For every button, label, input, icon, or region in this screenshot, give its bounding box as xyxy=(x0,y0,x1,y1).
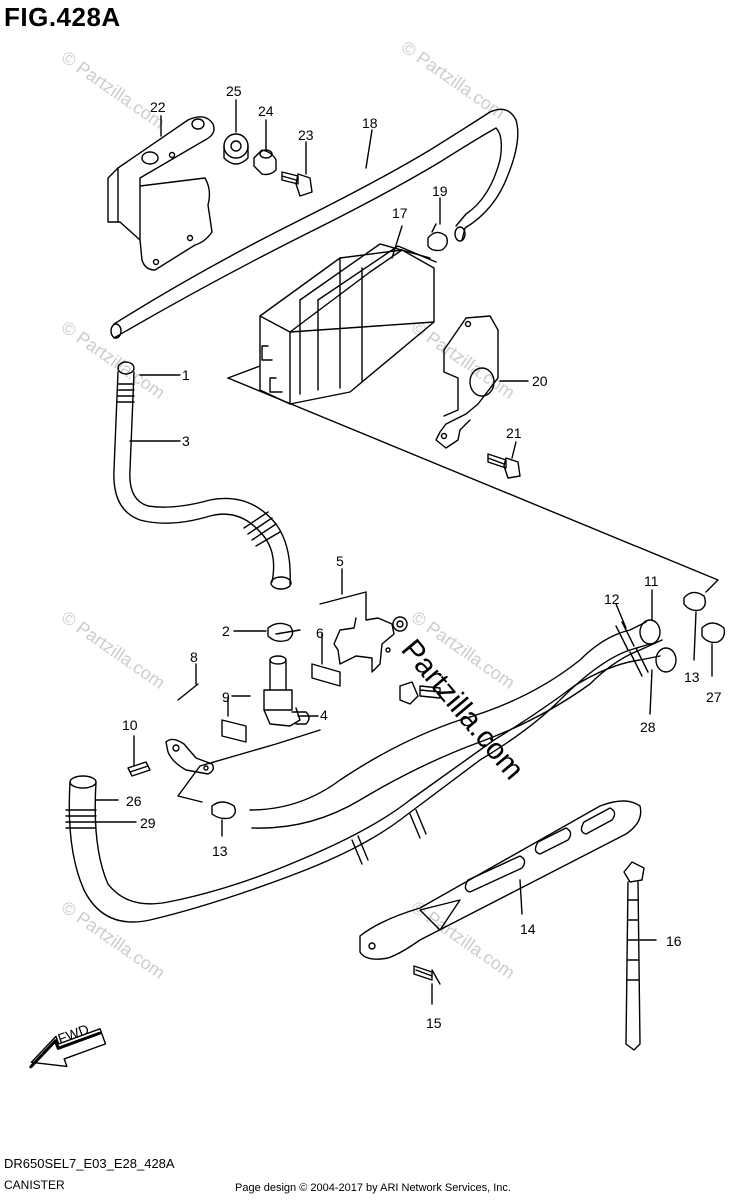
callout-9: 9 xyxy=(222,689,230,705)
leader-assembly xyxy=(177,683,199,701)
callout-16: 16 xyxy=(666,933,682,949)
figure-name: CANISTER xyxy=(4,1178,65,1192)
part-10-bolt xyxy=(127,761,151,777)
part-12-hose xyxy=(249,619,677,865)
part-19-clip xyxy=(427,223,449,252)
leader-assembly xyxy=(177,729,321,803)
callout-29: 29 xyxy=(140,815,156,831)
callout-24: 24 xyxy=(258,103,274,119)
callout-25: 25 xyxy=(226,83,242,99)
callout-21: 21 xyxy=(506,425,522,441)
watermark-layer: © Partzilla.com © Partzilla.com © Partzi… xyxy=(58,37,519,983)
copyright-text: Page design © 2004-2017 by ARI Network S… xyxy=(235,1182,511,1194)
callout-4: 4 xyxy=(320,707,328,723)
part-20-bracket xyxy=(435,315,499,449)
callout-15: 15 xyxy=(426,1015,442,1031)
callout-13: 13 xyxy=(212,843,228,859)
part-13-clip-right xyxy=(683,591,707,612)
part-6-pad xyxy=(311,663,341,687)
part-5-bracket xyxy=(319,591,408,673)
callout-27: 27 xyxy=(706,689,722,705)
callout-2: 2 xyxy=(222,623,230,639)
fwd-arrow xyxy=(29,1028,107,1069)
callout-8: 8 xyxy=(190,649,198,665)
leader-assembly xyxy=(227,365,261,379)
callout-3: 3 xyxy=(182,433,190,449)
callout-11: 11 xyxy=(644,573,659,589)
leader-assembly xyxy=(227,377,719,593)
callout-20: 20 xyxy=(532,373,548,389)
callout-17: 17 xyxy=(392,205,408,221)
callout-5: 5 xyxy=(336,553,344,569)
callout-22: 22 xyxy=(150,99,166,115)
watermark-text: © Partzilla.com xyxy=(58,47,169,133)
callout-19: 19 xyxy=(432,183,448,199)
model-code: DR650SEL7_E03_E28_428A xyxy=(4,1156,175,1171)
part-24-collar xyxy=(253,149,277,176)
part-8-clamp xyxy=(165,738,215,775)
part-3-hose xyxy=(113,361,292,590)
part-15-bolt xyxy=(413,965,441,985)
callout-1: 1 xyxy=(182,367,190,383)
part-14-bracket xyxy=(359,800,642,960)
callout-28: 28 xyxy=(640,719,656,735)
figure-title: FIG.428A xyxy=(4,2,121,32)
callout-numbers: 22 25 24 23 18 19 17 20 21 1 3 5 2 6 8 9… xyxy=(122,83,722,1031)
callout-26: 26 xyxy=(126,793,142,809)
part-22-bracket xyxy=(107,116,215,271)
callout-14: 14 xyxy=(520,921,536,937)
callout-13: 13 xyxy=(684,669,700,685)
callout-10: 10 xyxy=(122,717,138,733)
watermark-text: © Partzilla.com xyxy=(398,37,509,123)
part-25-grommet xyxy=(223,133,249,165)
watermark-text: © Partzilla.com xyxy=(58,607,169,693)
part-27-clip xyxy=(701,622,726,644)
leader-lines xyxy=(95,99,713,1005)
part-2-clip xyxy=(267,622,301,643)
callout-6: 6 xyxy=(316,625,324,641)
part-18-hose xyxy=(110,108,519,339)
callout-18: 18 xyxy=(362,115,378,131)
callout-23: 23 xyxy=(298,127,314,143)
part-23-bolt xyxy=(281,171,313,197)
callout-12: 12 xyxy=(604,591,620,607)
part-21-bolt xyxy=(487,453,521,479)
watermark-text: © Partzilla.com xyxy=(58,317,169,403)
part-17-canister xyxy=(259,243,437,405)
part-26-29-hose xyxy=(65,643,661,923)
part-9-pad xyxy=(221,719,247,743)
part-13-clip xyxy=(211,801,237,820)
part-bolt-center xyxy=(399,681,441,705)
watermark-text: © Partzilla.com xyxy=(58,897,169,983)
part-16-tie xyxy=(623,861,645,1051)
